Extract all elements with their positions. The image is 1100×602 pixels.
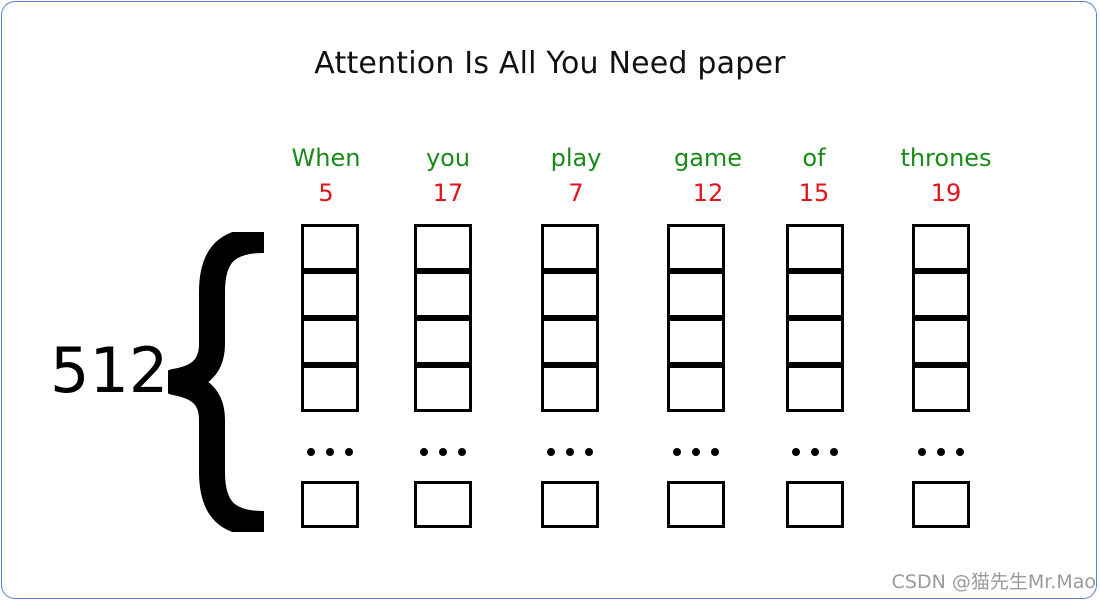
embedding-cell <box>667 271 725 318</box>
token-word: When <box>291 144 361 172</box>
ellipsis-dot <box>547 448 555 456</box>
embedding-cell <box>414 365 472 412</box>
token-id: 19 <box>930 179 962 207</box>
token-word: thrones <box>900 144 992 172</box>
embedding-cell-last <box>667 481 725 528</box>
ellipsis-dot <box>439 448 447 456</box>
embedding-cell <box>301 365 359 412</box>
ellipsis-dot <box>307 448 315 456</box>
embedding-cell <box>414 318 472 365</box>
token-id: 12 <box>692 179 724 207</box>
ellipsis-dot <box>326 448 334 456</box>
embedding-cell <box>414 271 472 318</box>
ellipsis-icon <box>547 448 593 458</box>
embedding-cell <box>541 224 599 271</box>
token-word: game <box>673 144 743 172</box>
ellipsis-icon <box>918 448 964 458</box>
embedding-cell <box>667 318 725 365</box>
diagram-title: Attention Is All You Need paper <box>314 46 786 81</box>
token-id: 7 <box>568 179 584 207</box>
ellipsis-dot <box>585 448 593 456</box>
token-id: 5 <box>318 179 334 207</box>
ellipsis-dot <box>673 448 681 456</box>
ellipsis-dot <box>566 448 574 456</box>
watermark: CSDN @猫先生Mr.Mao <box>891 571 1096 593</box>
embedding-cell <box>912 365 970 412</box>
embedding-cell-last <box>786 481 844 528</box>
ellipsis-dot <box>811 448 819 456</box>
token-id: 17 <box>432 179 464 207</box>
brace-icon <box>168 232 265 532</box>
ellipsis-dot <box>956 448 964 456</box>
ellipsis-dot <box>420 448 428 456</box>
embedding-cell <box>541 365 599 412</box>
embedding-cell <box>667 224 725 271</box>
embedding-cell <box>301 318 359 365</box>
ellipsis-icon <box>420 448 466 458</box>
ellipsis-dot <box>792 448 800 456</box>
ellipsis-icon <box>792 448 838 458</box>
ellipsis-dot <box>830 448 838 456</box>
embedding-cell-last <box>912 481 970 528</box>
embedding-cell <box>786 365 844 412</box>
embedding-cell <box>912 224 970 271</box>
token-word: of <box>802 144 826 172</box>
ellipsis-dot <box>692 448 700 456</box>
ellipsis-dot <box>458 448 466 456</box>
embedding-cell <box>541 318 599 365</box>
embedding-cell <box>912 318 970 365</box>
embedding-cell-last <box>301 481 359 528</box>
token-id: 15 <box>798 179 830 207</box>
embedding-dimension-label: 512 <box>50 334 169 407</box>
embedding-cell <box>786 318 844 365</box>
embedding-cell <box>301 224 359 271</box>
embedding-cell <box>912 271 970 318</box>
ellipsis-dot <box>345 448 353 456</box>
ellipsis-icon <box>307 448 353 458</box>
embedding-cell <box>414 224 472 271</box>
embedding-cell <box>667 365 725 412</box>
embedding-cell-last <box>414 481 472 528</box>
embedding-cell <box>786 271 844 318</box>
embedding-cell <box>541 271 599 318</box>
embedding-cell <box>301 271 359 318</box>
ellipsis-icon <box>673 448 719 458</box>
ellipsis-dot <box>918 448 926 456</box>
ellipsis-dot <box>937 448 945 456</box>
token-word: you <box>425 144 471 172</box>
embedding-cell-last <box>541 481 599 528</box>
token-word: play <box>550 144 602 172</box>
ellipsis-dot <box>711 448 719 456</box>
embedding-cell <box>786 224 844 271</box>
